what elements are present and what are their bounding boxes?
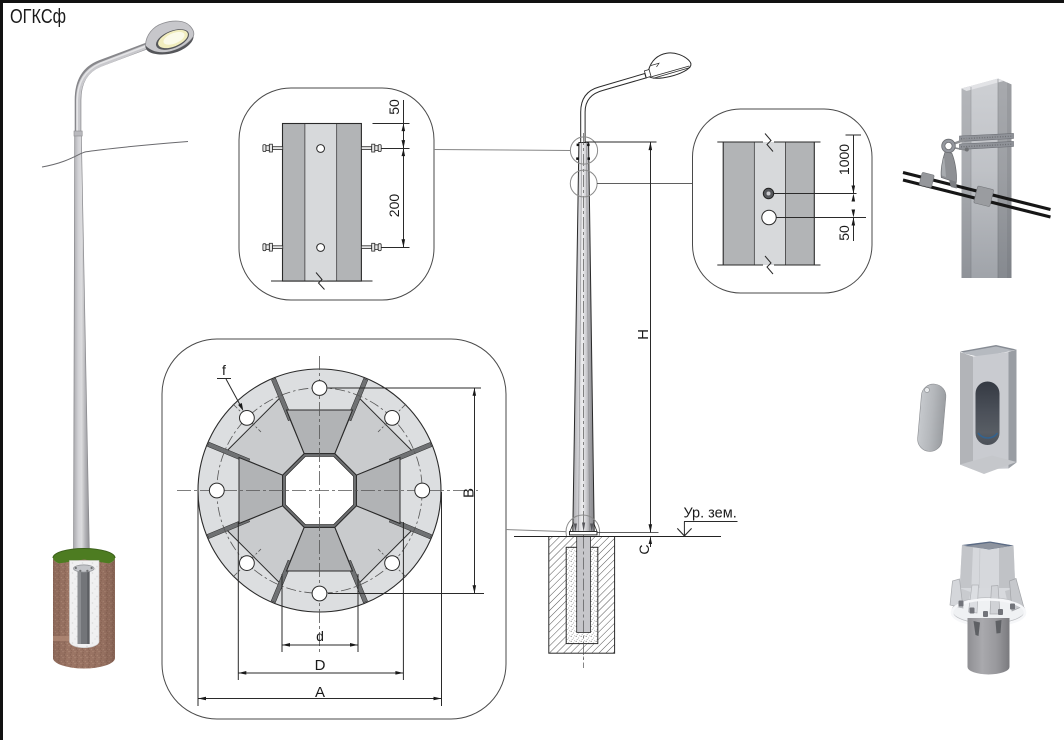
svg-text:H: H	[635, 329, 652, 340]
svg-text:200: 200	[386, 194, 402, 218]
svg-text:1000: 1000	[836, 144, 852, 175]
svg-text:B: B	[461, 488, 478, 498]
svg-text:D: D	[315, 657, 326, 674]
svg-text:50: 50	[836, 225, 852, 241]
svg-text:ОГКСф: ОГКСф	[10, 5, 66, 28]
svg-text:f: f	[222, 362, 226, 378]
svg-text:A: A	[315, 684, 325, 701]
svg-text:d: d	[316, 628, 324, 644]
svg-text:50: 50	[386, 99, 402, 115]
svg-text:C: C	[636, 544, 652, 554]
svg-text:Ур. зем.: Ур. зем.	[684, 506, 737, 522]
